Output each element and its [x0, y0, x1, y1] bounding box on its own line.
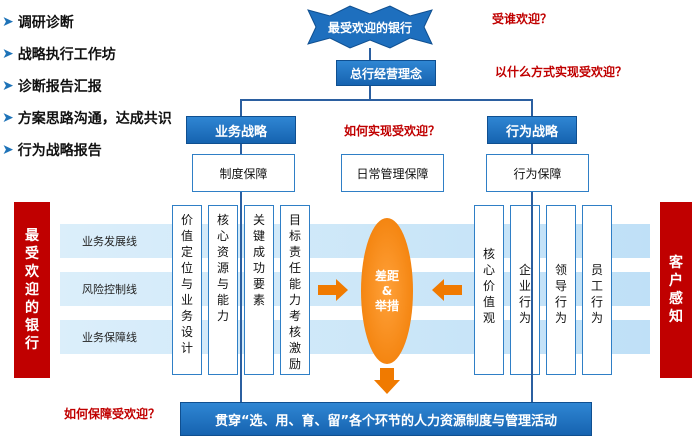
question-achieve: 如何实现受欢迎？: [344, 124, 441, 138]
arrow-down-icon: [374, 368, 400, 394]
arrow-left-icon: [432, 279, 462, 301]
top-banner-shape: [307, 5, 433, 49]
bottom-bar: 贯穿“选、用、育、留”各个环节的人力资源制度与管理活动: [180, 402, 592, 436]
arrow-right-icon: ➤: [2, 142, 14, 158]
arrow-right-icon: ➤: [2, 14, 14, 30]
question-who: 受谁欢迎？: [492, 12, 553, 26]
connector-line: [531, 144, 533, 154]
gap-measures-ellipse: 差距 & 举措: [361, 218, 413, 364]
column-core-resources: 核心资源与能力: [208, 205, 238, 375]
column-key-factors: 关键成功要素: [244, 205, 274, 375]
system-guarantee-box: 制度保障: [192, 154, 295, 192]
left-side-box: 最受欢迎的银行: [14, 202, 50, 378]
column-value-positioning: 价值定位与业务设计: [172, 205, 202, 375]
connector-line: [240, 99, 242, 117]
arrow-right-icon: ➤: [2, 78, 14, 94]
column-employee-behavior: 员工行为: [582, 205, 612, 375]
left-list: ➤调研诊断 ➤战略执行工作坊 ➤诊断报告汇报 ➤方案思路沟通，达成共识 ➤行为战…: [2, 6, 192, 166]
column-core-values: 核心价值观: [474, 205, 504, 375]
list-item: ➤行为战略报告: [2, 142, 102, 159]
arrow-right-icon: [318, 279, 348, 301]
connector-line: [240, 192, 242, 404]
question-ensure: 如何保障受欢迎？: [64, 407, 161, 421]
arrow-right-icon: ➤: [2, 46, 14, 62]
business-strategy-box: 业务战略: [186, 116, 296, 144]
arrow-right-icon: ➤: [2, 110, 14, 126]
connector-line: [531, 192, 533, 404]
column-enterprise-behavior: 企业行为: [510, 205, 540, 375]
behavior-strategy-box: 行为战略: [487, 116, 577, 144]
column-leader-behavior: 领导行为: [546, 205, 576, 375]
philosophy-box: 总行经营理念: [336, 60, 436, 86]
list-item: ➤调研诊断: [2, 14, 74, 31]
connector-line: [240, 99, 533, 101]
question-way: 以什么方式实现受欢迎？: [495, 65, 628, 79]
list-item: ➤方案思路沟通，达成共识: [2, 110, 172, 127]
right-side-box: 客户感知: [660, 202, 692, 378]
connector-line: [369, 48, 371, 60]
daily-guarantee-box: 日常管理保障: [341, 154, 444, 192]
top-banner-label: 最受欢迎的银行: [327, 20, 412, 35]
list-item: ➤诊断报告汇报: [2, 78, 102, 95]
connector-line: [531, 99, 533, 117]
list-item: ➤战略执行工作坊: [2, 46, 116, 63]
column-target-incentive: 目标责任能力考核激励: [280, 205, 310, 375]
connector-line: [369, 86, 371, 100]
connector-line: [240, 144, 242, 154]
behavior-guarantee-box: 行为保障: [486, 154, 589, 192]
